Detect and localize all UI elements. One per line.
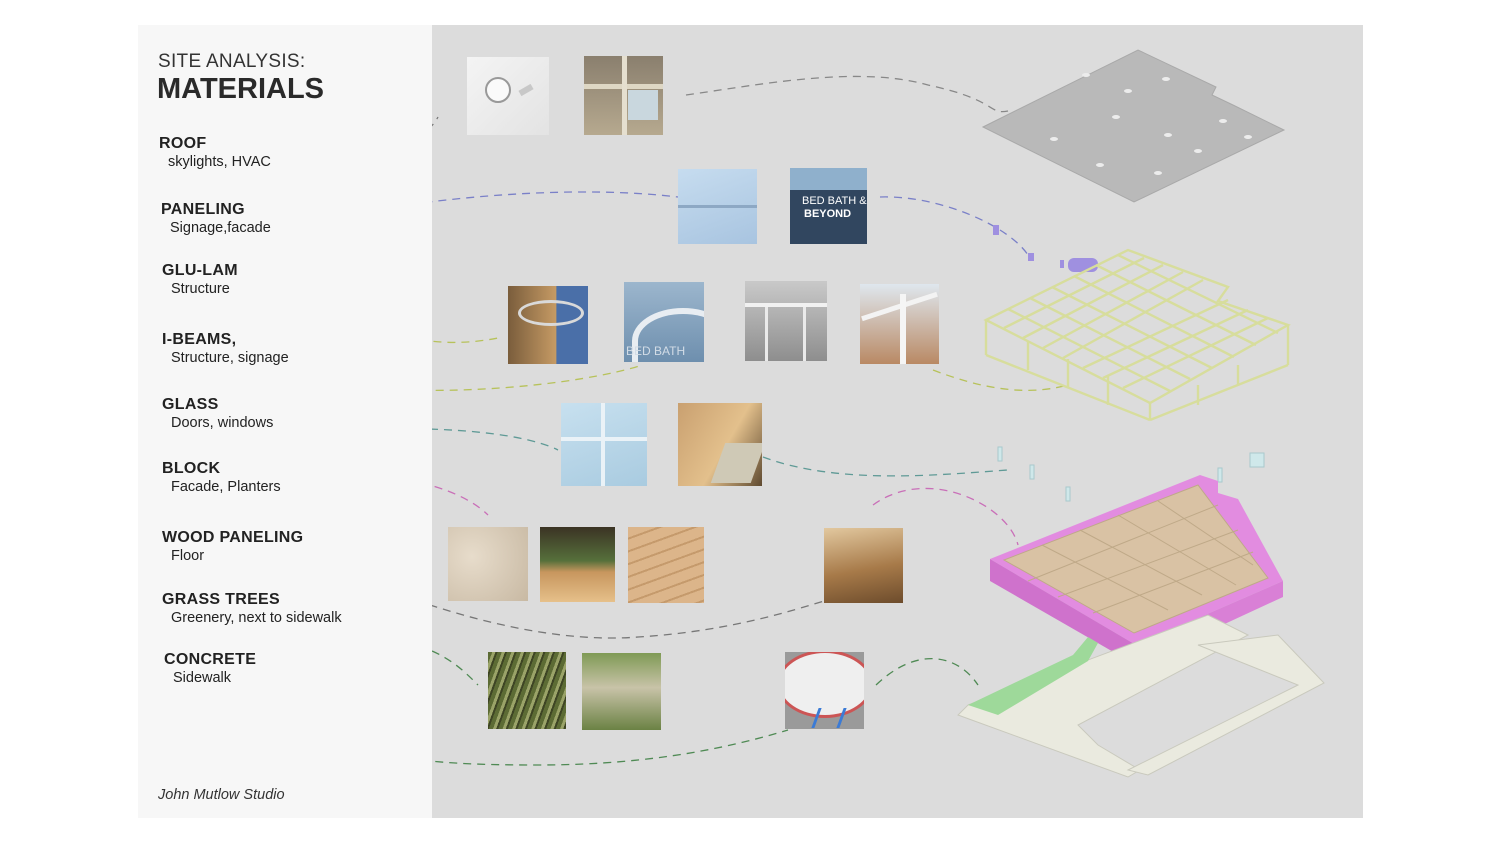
photo-glass-window: [561, 403, 647, 486]
legend-sidebar: SITE ANALYSIS: MATERIALS ROOF skylights,…: [138, 25, 432, 818]
category-ibeams: I-BEAMS, Structure, signage: [162, 331, 289, 366]
signage-text-2: BEYOND: [804, 208, 852, 220]
category-name: GRASS TREES: [162, 591, 280, 608]
category-glass: GLASS Doors, windows: [162, 396, 273, 431]
photo-grass-2: [582, 653, 661, 730]
category-name: GLU-LAM: [162, 262, 238, 279]
connector-roof-model: [685, 75, 1009, 113]
connector-concrete: [323, 694, 789, 766]
category-name: ROOF: [159, 135, 207, 152]
category-glulam: GLU-LAM Structure: [162, 262, 238, 297]
glass-panes-model: [997, 446, 1265, 502]
category-sub: Floor: [171, 548, 205, 564]
photo-block-texture: [448, 527, 528, 601]
connector-concrete-model: [875, 658, 979, 686]
category-sub: Sidewalk: [173, 670, 232, 686]
category-wood-paneling: WOOD PANELING Floor: [162, 529, 303, 564]
category-name: WOOD PANELING: [162, 529, 304, 546]
connector-block-model: [872, 487, 1019, 546]
category-sub: Structure, signage: [171, 350, 289, 366]
photo-block-brick: [628, 527, 704, 603]
photo-glass-block: [678, 403, 762, 486]
studio-credit: John Mutlow Studio: [158, 787, 285, 803]
category-name: GLASS: [162, 396, 219, 413]
connector-ibeams-model: [932, 369, 1069, 392]
category-paneling: PANELING Signage,facade: [161, 201, 271, 236]
category-sub: Doors, windows: [171, 415, 274, 431]
materials-board: SITE ANALYSIS: MATERIALS ROOF skylights,…: [138, 25, 1363, 818]
connector-paneling-model: [879, 196, 1029, 256]
photo-wood-floor: [824, 528, 903, 603]
category-name: CONCRETE: [164, 651, 257, 668]
connector-glass-model: [762, 456, 1009, 477]
connector-wood: [337, 569, 829, 639]
category-name: PANELING: [161, 201, 245, 218]
category-sub: Facade, Planters: [171, 479, 281, 495]
category-block: BLOCK Facade, Planters: [162, 460, 281, 495]
signage-text-1: BED BATH &: [802, 195, 867, 207]
category-name: BLOCK: [162, 460, 221, 477]
category-name: I-BEAMS,: [162, 331, 237, 348]
sidewalk-model: [957, 614, 1325, 778]
category-sub: Signage,facade: [170, 220, 271, 236]
photo-roof-truss: [584, 56, 663, 135]
photo-ibeam-canopy: [745, 281, 827, 361]
photo-ibeam-signage: [860, 284, 939, 364]
photo-grass-1: [488, 652, 566, 729]
connector-paneling: [313, 191, 679, 222]
photo-ibeam-arch: BED BATH: [624, 282, 704, 362]
exploded-axonometric-diagram: [295, 49, 1325, 778]
photo-signage: BED BATH & BEYOND: [790, 168, 867, 244]
category-concrete: CONCRETE Sidewalk: [164, 651, 256, 686]
page-title: MATERIALS: [157, 73, 325, 105]
page-title-line1: SITE ANALYSIS:: [158, 51, 306, 72]
category-grass-trees: GRASS TREES Greenery, next to sidewalk: [162, 591, 342, 626]
photo-block-planter: [540, 527, 615, 602]
photo-roof-skylight: [467, 57, 549, 135]
signage-model: [993, 225, 1098, 272]
photo-concrete: [785, 652, 864, 729]
category-sub: skylights, HVAC: [168, 154, 271, 170]
category-roof: ROOF skylights, HVAC: [159, 135, 271, 170]
arch-text: BED BATH: [626, 344, 686, 358]
category-sub: Structure: [171, 281, 230, 297]
roof-plate-model: [981, 49, 1286, 203]
category-sub: Greenery, next to sidewalk: [171, 610, 342, 626]
structure-grid-model: [983, 248, 1291, 422]
photo-glulam-column: [508, 286, 588, 364]
photo-paneling-facade: [678, 169, 757, 244]
